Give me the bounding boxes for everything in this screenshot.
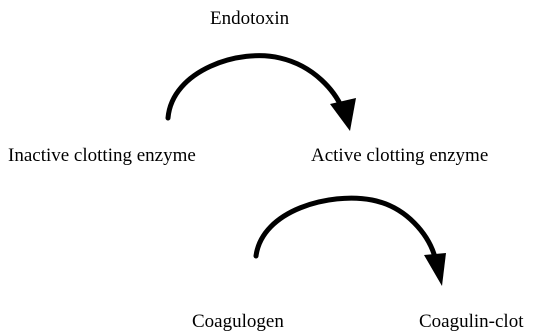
label-coagulogen: Coagulogen — [192, 311, 284, 332]
curved-arrow-shaft — [253, 195, 437, 259]
curved-arrow-clot-formation — [253, 195, 446, 286]
arrowhead-icon — [330, 98, 356, 131]
label-endotoxin: Endotoxin — [210, 8, 290, 29]
curved-arrow-shaft — [165, 53, 345, 121]
label-inactive-clotting-enzyme: Inactive clotting enzyme — [8, 145, 196, 166]
label-coagulin-clot: Coagulin-clot — [419, 311, 524, 332]
curved-arrow-enzyme-activation — [165, 53, 356, 131]
label-active-clotting-enzyme: Active clotting enzyme — [311, 145, 489, 166]
arrowhead-icon — [424, 253, 446, 286]
